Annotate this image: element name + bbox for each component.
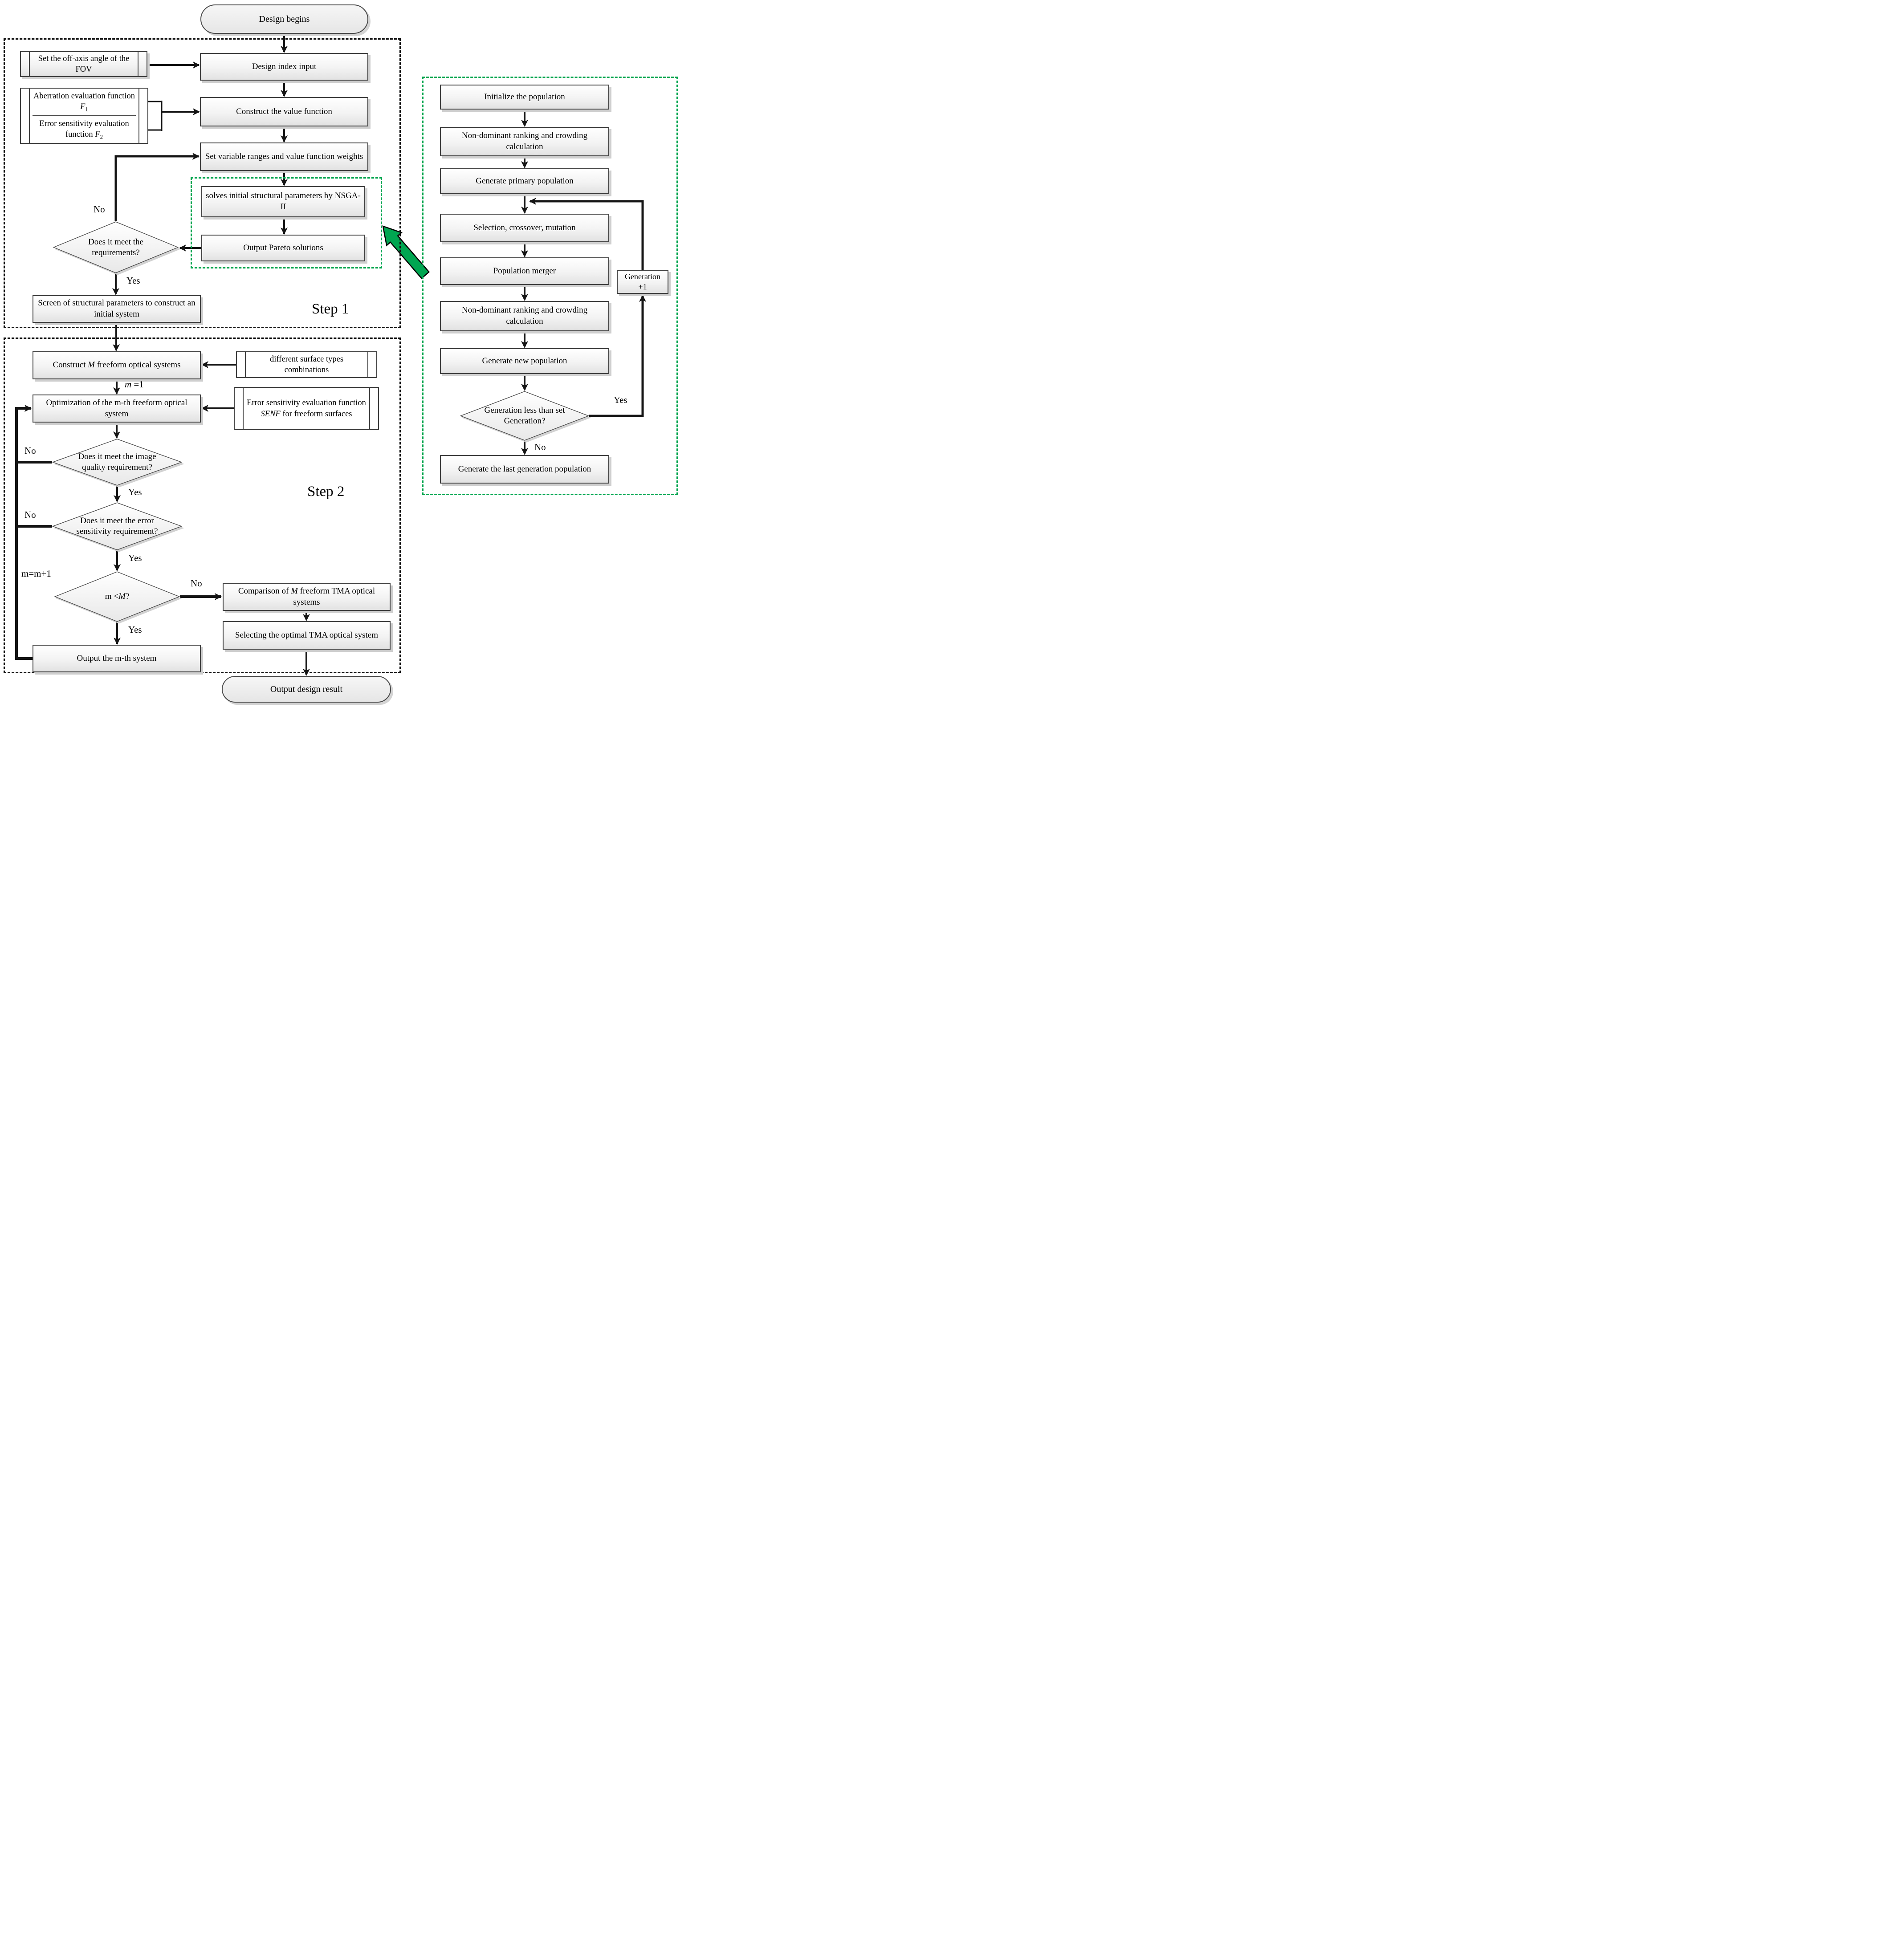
node-ranking-2: Non-dominant ranking and crowding calcul…: [440, 301, 609, 331]
node-label: Does it meet the image quality requireme…: [78, 452, 156, 472]
node-comparison-tma: Comparison of M freeform TMA optical sys…: [223, 583, 391, 611]
node-label: Selecting the optimal TMA optical system: [235, 630, 379, 640]
decision-meet-requirements: Does it meet the requirements?: [53, 221, 179, 273]
node-label: Aberration evaluation function F1: [33, 91, 135, 113]
branch-label-yes-3: Yes: [128, 553, 142, 563]
node-optimize-mth: Optimization of the m-th freeform optica…: [33, 394, 201, 423]
node-initialize-population: Initialize the population: [440, 85, 609, 110]
nsga-panel-boundary: [422, 77, 678, 495]
node-error-function: Error sensitivity evaluation function F2: [33, 116, 136, 143]
diamond-shape: [52, 439, 182, 486]
node-selection-crossover: Selection, crossover, mutation: [440, 214, 609, 242]
node-label: Output the m-th system: [77, 653, 157, 663]
step1-label: Step 1: [312, 301, 349, 317]
loop-label-m-increment: m=m+1: [21, 568, 51, 579]
node-label: Error sensitivity evaluation function SE…: [247, 399, 366, 419]
node-label: Does it meet the error sensitivity requi…: [76, 516, 158, 536]
node-solve-nsga: solves initial structural parameters by …: [201, 186, 365, 217]
step2-label: Step 2: [307, 484, 345, 500]
node-label: Non-dominant ranking and crowding calcul…: [461, 131, 588, 151]
node-label: Generate the last generation population: [458, 464, 591, 474]
node-set-off-axis: Set the off-axis angle of the FOV: [20, 51, 147, 77]
branch-label-yes-generation: Yes: [614, 394, 627, 405]
node-label: Optimization of the m-th freeform optica…: [46, 398, 187, 419]
branch-label-no-3: No: [24, 509, 36, 520]
node-design-index-input: Design index input: [200, 53, 368, 81]
node-label: Construct the value function: [236, 106, 332, 116]
node-generation-plus-one: Generation +1: [617, 270, 668, 294]
node-label: Output Pareto solutions: [243, 243, 323, 252]
node-label: Population merger: [493, 266, 556, 276]
node-label: Construct M freeform optical systems: [53, 360, 181, 370]
node-senf-function: Error sensitivity evaluation function SE…: [234, 387, 379, 430]
node-label: Non-dominant ranking and crowding calcul…: [461, 305, 588, 326]
loop-label-m-init: m =1: [125, 379, 144, 390]
branch-label-yes-1: Yes: [126, 275, 140, 286]
node-label: Set variable ranges and value function w…: [205, 151, 363, 161]
decision-error-sensitivity: Does it meet the error sensitivity requi…: [52, 502, 182, 550]
node-label: Error sensitivity evaluation function F2: [39, 119, 129, 140]
branch-label-no-4: No: [191, 578, 202, 589]
nsga-region-boundary: [191, 177, 382, 268]
node-label: Does it meet the requirements?: [88, 237, 143, 257]
node-label: Selection, crossover, mutation: [473, 223, 576, 232]
node-aberration-function: Aberration evaluation function F1: [33, 89, 136, 116]
decision-image-quality: Does it meet the image quality requireme…: [52, 439, 182, 486]
node-population-merger: Population merger: [440, 257, 609, 285]
node-output-pareto: Output Pareto solutions: [201, 235, 365, 261]
node-generate-last: Generate the last generation population: [440, 455, 609, 484]
node-label: Generation +1: [625, 272, 660, 291]
node-selecting-optimal: Selecting the optimal TMA optical system: [223, 621, 391, 650]
node-output-mth-system: Output the m-th system: [33, 645, 201, 672]
flowchart-canvas: Design begins Set the off-axis angle of …: [0, 0, 684, 705]
node-ranking-1: Non-dominant ranking and crowding calcul…: [440, 127, 609, 156]
diamond-shape: [54, 571, 180, 622]
diamond-shape: [52, 502, 182, 550]
node-surface-combinations: different surface types combinations: [236, 351, 377, 378]
node-output-design-result: Output design result: [222, 676, 391, 703]
branch-label-yes-4: Yes: [128, 624, 142, 635]
branch-label-no-1: No: [94, 204, 105, 215]
node-label: Design index input: [252, 61, 317, 71]
node-label: different surface types combinations: [269, 354, 344, 374]
node-construct-value-function: Construct the value function: [200, 97, 368, 126]
node-generate-new: Generate new population: [440, 348, 609, 374]
node-label: Design begins: [259, 14, 310, 24]
node-label: Set the off-axis angle of the FOV: [38, 54, 130, 74]
node-label: Initialize the population: [484, 92, 565, 102]
branch-label-no-generation: No: [534, 442, 546, 452]
step1-boundary: [4, 38, 401, 328]
node-label: Generate new population: [482, 356, 567, 366]
decision-generation-check: Generation less than set Generation?: [460, 391, 589, 441]
step2-boundary: [4, 338, 401, 673]
decision-m-less-than-M: m < M ?: [54, 571, 180, 622]
diamond-shape: [460, 391, 589, 441]
node-label: Screen of structural parameters to const…: [38, 298, 195, 319]
node-label: solves initial structural parameters by …: [206, 191, 361, 211]
node-screen-parameters: Screen of structural parameters to const…: [33, 295, 201, 323]
node-evaluation-functions: Aberration evaluation function F1 Error …: [20, 88, 148, 144]
node-label: Generate primary population: [476, 176, 574, 186]
node-label: Generation less than set Generation?: [484, 406, 565, 426]
branch-label-yes-2: Yes: [128, 487, 142, 497]
branch-label-no-2: No: [24, 445, 36, 456]
node-label: m < M ?: [105, 592, 130, 602]
node-set-variable-ranges: Set variable ranges and value function w…: [200, 142, 368, 171]
node-label: Output design result: [270, 684, 343, 694]
diamond-shape: [53, 221, 179, 273]
node-label: Comparison of M freeform TMA optical sys…: [238, 586, 375, 607]
node-construct-m-systems: Construct M freeform optical systems: [33, 351, 201, 379]
node-generate-primary: Generate primary population: [440, 168, 609, 194]
node-design-begins: Design begins: [200, 4, 368, 34]
